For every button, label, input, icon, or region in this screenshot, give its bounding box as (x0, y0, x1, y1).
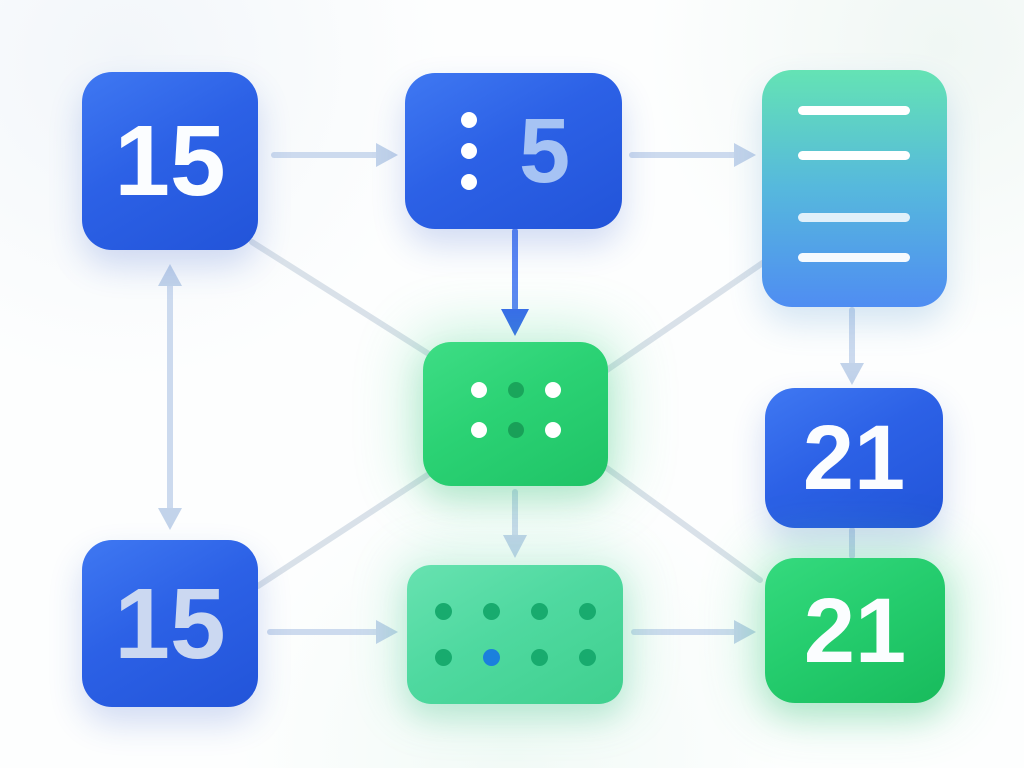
arrow-head-up-icon (158, 264, 182, 286)
dot-grid-icon (470, 382, 561, 438)
node-number-label: 15 (114, 105, 226, 217)
dot (544, 422, 561, 438)
text-line (798, 253, 910, 262)
dot (461, 112, 477, 128)
dot (530, 649, 548, 666)
arrow-head-right-icon (734, 620, 756, 644)
diagonal-topleft-to-center (249, 239, 435, 359)
node-number-label: 15 (114, 567, 226, 680)
vertical-dots-icon (461, 112, 477, 190)
dot (482, 603, 500, 620)
node-bottom-right-21: 21 (765, 558, 945, 703)
arrow-head-right-icon (734, 143, 756, 167)
dot (578, 649, 596, 666)
diagonal-center-to-document (601, 259, 767, 375)
dot (578, 603, 596, 620)
dot (544, 382, 561, 398)
node-number-label: 5 (519, 100, 571, 202)
diagonal-center-to-bottomright (601, 463, 763, 583)
arrow-head-down-icon (158, 508, 182, 530)
dot (482, 649, 500, 666)
text-lines-icon (798, 70, 910, 307)
node-top-left-15: 15 (82, 72, 258, 250)
node-middle-right-21: 21 (765, 388, 943, 528)
dot (461, 174, 477, 190)
node-top-middle-5: 5 (405, 73, 622, 229)
arrow-head-down-blue-icon (501, 309, 529, 336)
dot-row (434, 649, 596, 666)
dot-row (434, 603, 596, 620)
node-center-dot-grid (423, 342, 608, 486)
text-line (798, 213, 910, 222)
dot (470, 422, 487, 438)
dot (530, 603, 548, 620)
arrow-head-right-icon (376, 143, 398, 167)
dot (507, 382, 524, 398)
text-line (798, 151, 910, 160)
arrow-head-right-icon (376, 620, 398, 644)
diagonal-center-to-bottomleft (255, 469, 435, 589)
node-number-label: 21 (802, 407, 906, 509)
dot (434, 649, 452, 666)
node-bottom-left-15: 15 (82, 540, 258, 707)
dot (507, 422, 524, 438)
dot (434, 603, 452, 620)
dot-row (470, 422, 561, 438)
dot-row (470, 382, 561, 398)
dot (461, 143, 477, 159)
arrow-head-down-icon (840, 363, 864, 385)
node-number-label: 21 (803, 579, 907, 682)
arrow-head-down-icon (503, 535, 527, 558)
node-document (762, 70, 947, 307)
node-bottom-middle-dot-grid (407, 565, 623, 704)
text-line (798, 106, 910, 115)
dot-grid-icon (434, 603, 596, 666)
dot (470, 382, 487, 398)
